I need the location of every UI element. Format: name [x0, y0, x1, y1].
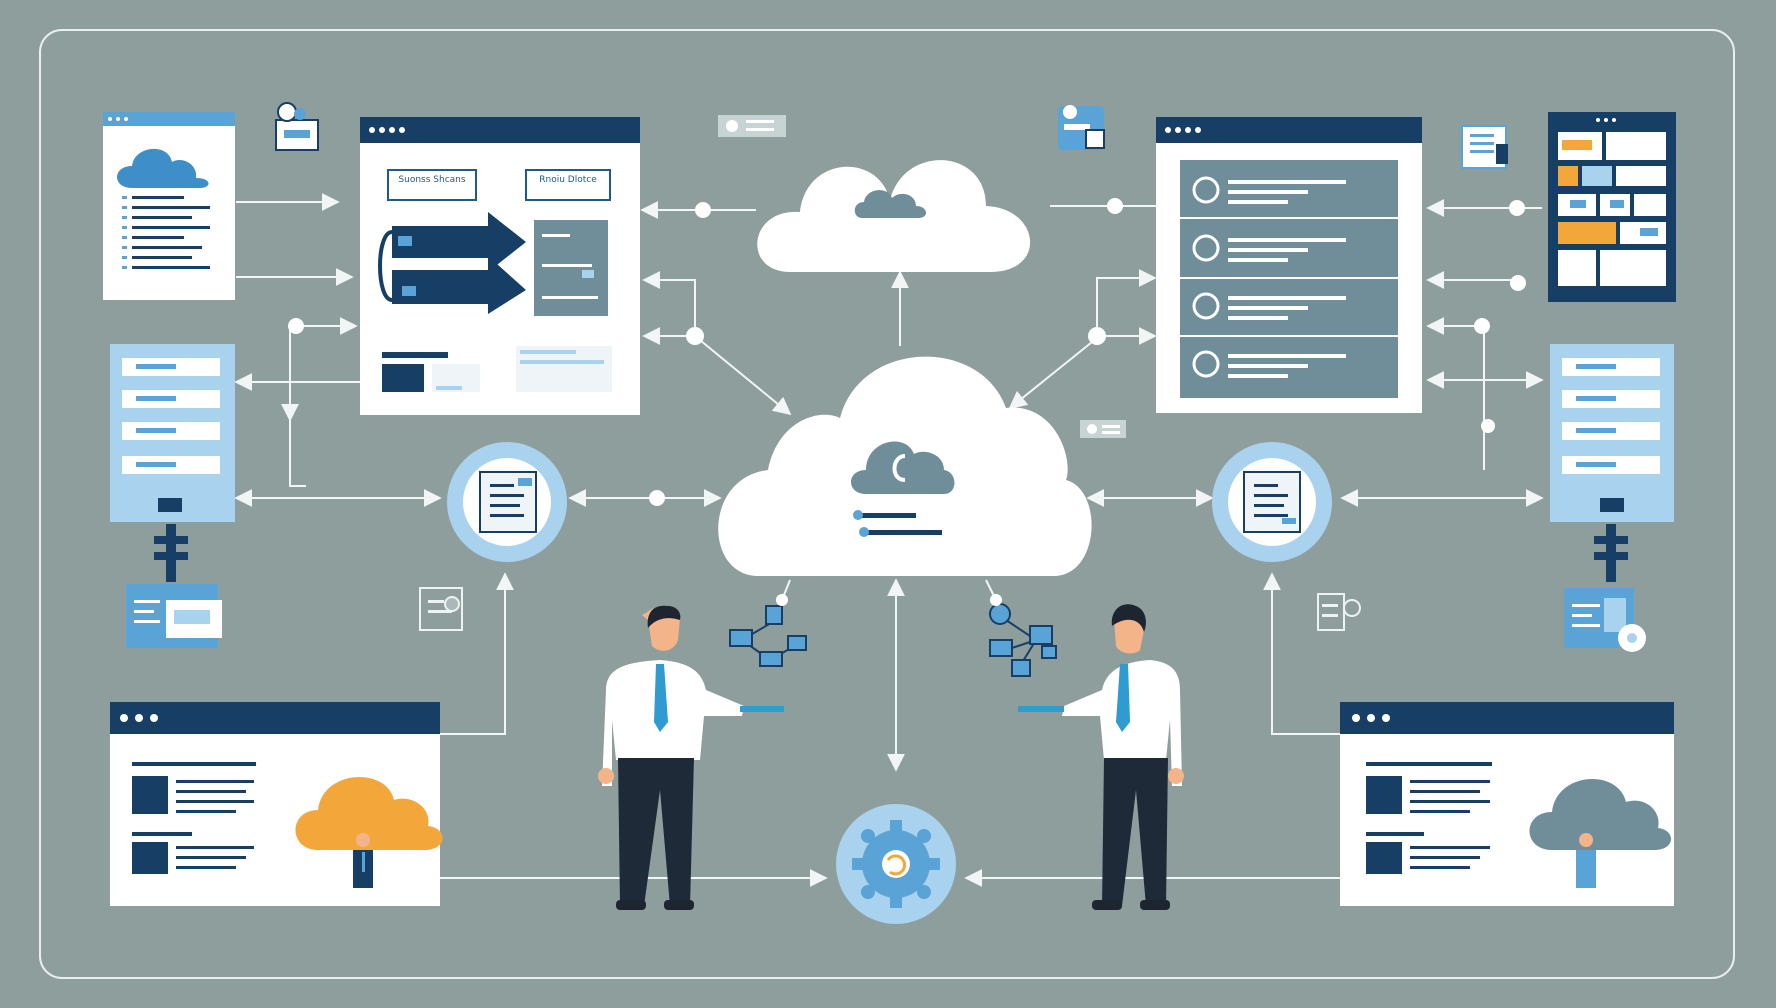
connector-dots — [288, 198, 1526, 506]
central-cloud — [718, 356, 1092, 577]
tag-box-b — [525, 169, 611, 201]
toggle-widget — [718, 115, 786, 137]
left-terminal-icon — [126, 584, 222, 648]
cloud-icon — [1529, 779, 1672, 850]
cloud-icon — [117, 148, 209, 188]
person-icon — [1576, 833, 1596, 888]
gear-list-icons — [1192, 176, 1220, 378]
gear-sync-icon — [852, 820, 940, 908]
top-user-icon — [1058, 105, 1105, 150]
dashboard-window — [1548, 112, 1676, 302]
small-chip-icon — [1080, 420, 1126, 438]
chat-icon — [275, 102, 319, 151]
cloud-icon — [295, 777, 443, 850]
outer-frame — [39, 29, 1735, 979]
left-server — [110, 344, 235, 582]
right-hub — [1212, 442, 1332, 562]
left-hub — [447, 442, 567, 562]
right-server — [1550, 344, 1674, 582]
speech-dot-right — [990, 594, 1002, 606]
file-icon-top-right — [1461, 125, 1508, 169]
process-panel — [360, 117, 640, 415]
bottom-hub — [836, 804, 956, 924]
cloud-sync-icon — [851, 441, 955, 494]
speech-dot-left — [776, 594, 788, 606]
person-left — [598, 605, 784, 910]
network-icon-right — [989, 603, 1057, 677]
arrow-shape-2 — [392, 256, 526, 314]
bottom-left-window — [110, 702, 443, 906]
top-cloud — [757, 160, 1031, 272]
tag-box-a — [387, 169, 477, 201]
list-panel — [1156, 117, 1422, 413]
document-icon — [479, 471, 537, 533]
arrow-shape-1 — [392, 212, 526, 272]
right-terminal-icon — [1564, 588, 1646, 652]
network-icon-left — [729, 605, 807, 667]
small-doc-icon-left — [419, 587, 463, 631]
bottom-right-window — [1340, 702, 1674, 906]
small-doc-icon-right — [1317, 593, 1361, 631]
top-left-doc-card — [103, 112, 235, 300]
person-right — [1018, 604, 1184, 910]
document-icon — [1243, 471, 1301, 533]
person-icon — [353, 833, 373, 888]
cloud-icon — [854, 190, 927, 218]
